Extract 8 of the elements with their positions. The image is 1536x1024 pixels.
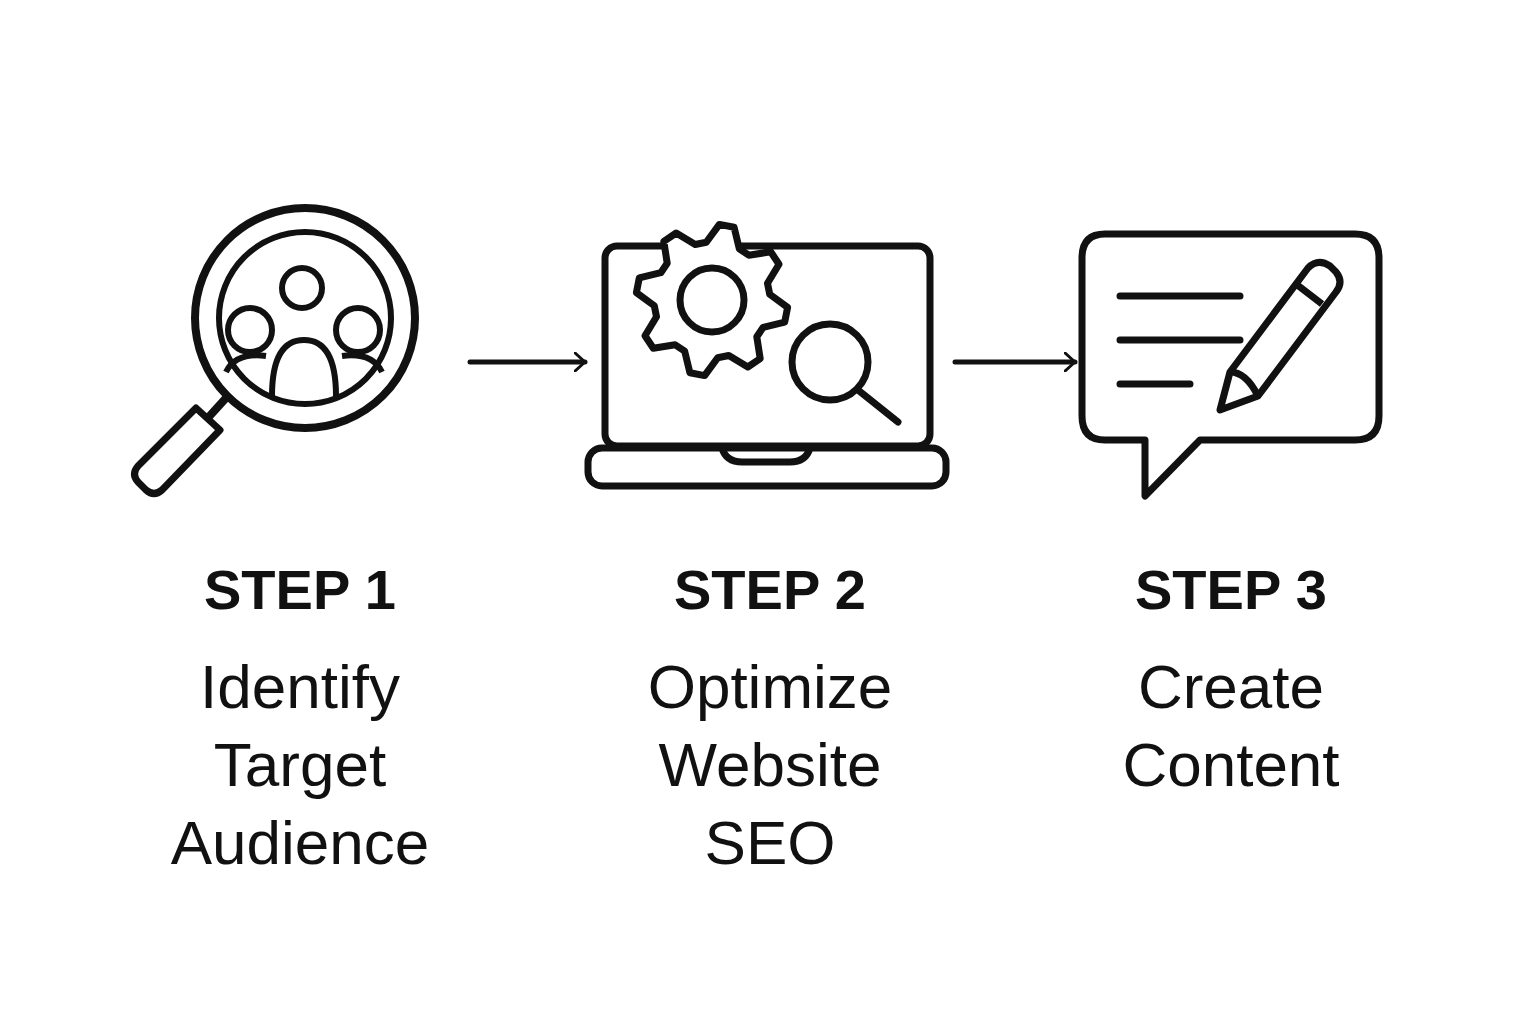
step-heading: STEP 3 [1134,558,1328,622]
step-heading: STEP 2 [673,558,867,622]
step-description: Optimize Website SEO [646,651,894,879]
arrow [952,351,1078,373]
step-description: Identify Target Audience [169,651,431,879]
step-heading: STEP 1 [203,558,397,622]
step-description: Create Content [1121,651,1341,801]
arrow [467,351,588,373]
